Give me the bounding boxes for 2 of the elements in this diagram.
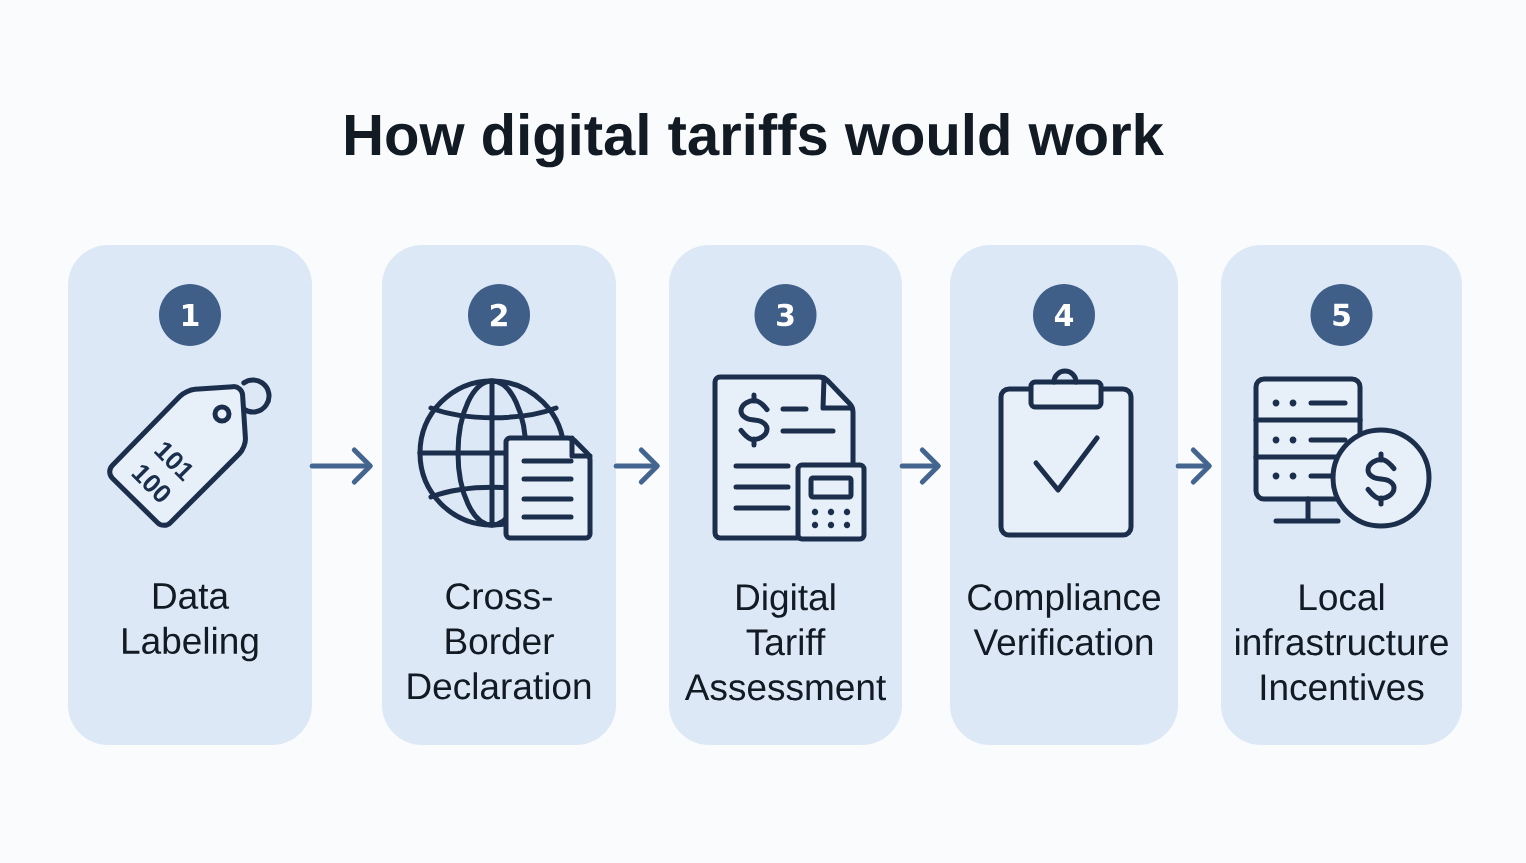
title: How digital tariffs would work [346, 112, 1164, 168]
binary-digits: 101 100 [131, 442, 193, 502]
